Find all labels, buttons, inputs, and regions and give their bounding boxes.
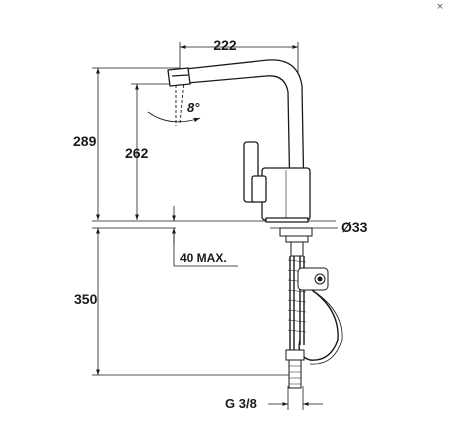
dimension-label-deck-thickness: 40 MAX. — [180, 251, 227, 265]
dimension-label-spout-reach: 222 — [213, 37, 237, 53]
close-icon[interactable]: × — [436, 2, 444, 12]
under-deck-hardware — [279, 227, 343, 389]
dimension-label-spout-height: 262 — [125, 145, 149, 161]
dimension-lines — [92, 42, 338, 410]
dimension-label-below-deck-length: 350 — [74, 291, 98, 307]
faucet-body — [167, 59, 311, 223]
dimension-label-total-height: 289 — [73, 133, 97, 149]
dimension-label-spout-angle: 8° — [187, 100, 200, 115]
spout-angle-indicator — [147, 79, 201, 126]
dimension-label-connection-thread: G 3/8 — [225, 396, 257, 411]
dimension-label-hole-diameter: Ø33 — [341, 219, 368, 235]
